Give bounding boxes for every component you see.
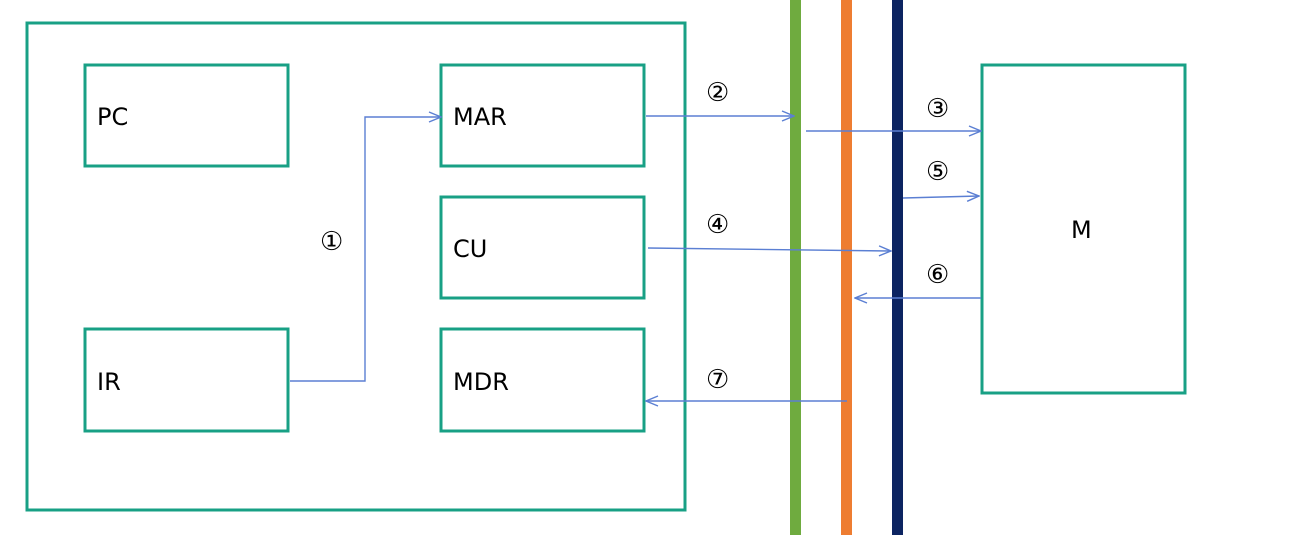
cu-label: CU (453, 235, 487, 263)
step-4-label: ④ (706, 210, 729, 240)
data-bus (841, 0, 852, 535)
ir-label: IR (97, 368, 121, 396)
control-unit-box (439, 195, 646, 300)
step-6-label: ⑥ (926, 260, 949, 290)
arrow-ir-to-mar (290, 117, 441, 382)
step-1-label: ① (320, 227, 343, 257)
pc-register-box (83, 63, 290, 168)
memory-label: M (1071, 216, 1092, 244)
arrow-cu-to-control-bus (647, 248, 891, 251)
control-bus (892, 0, 903, 535)
ir-register-box (83, 327, 290, 433)
memory-box (980, 63, 1187, 395)
cpu-box (25, 21, 687, 512)
mdr-label: MDR (453, 368, 509, 396)
step-2-label: ② (706, 78, 729, 108)
arrow-control-bus-to-memory (902, 196, 979, 198)
step-7-label: ⑦ (706, 365, 729, 395)
pc-label: PC (97, 103, 128, 131)
step-5-label: ⑤ (926, 157, 949, 187)
mdr-register-box (439, 327, 646, 433)
address-bus (790, 0, 801, 535)
step-3-label: ③ (926, 94, 949, 124)
mar-label: MAR (453, 103, 507, 131)
